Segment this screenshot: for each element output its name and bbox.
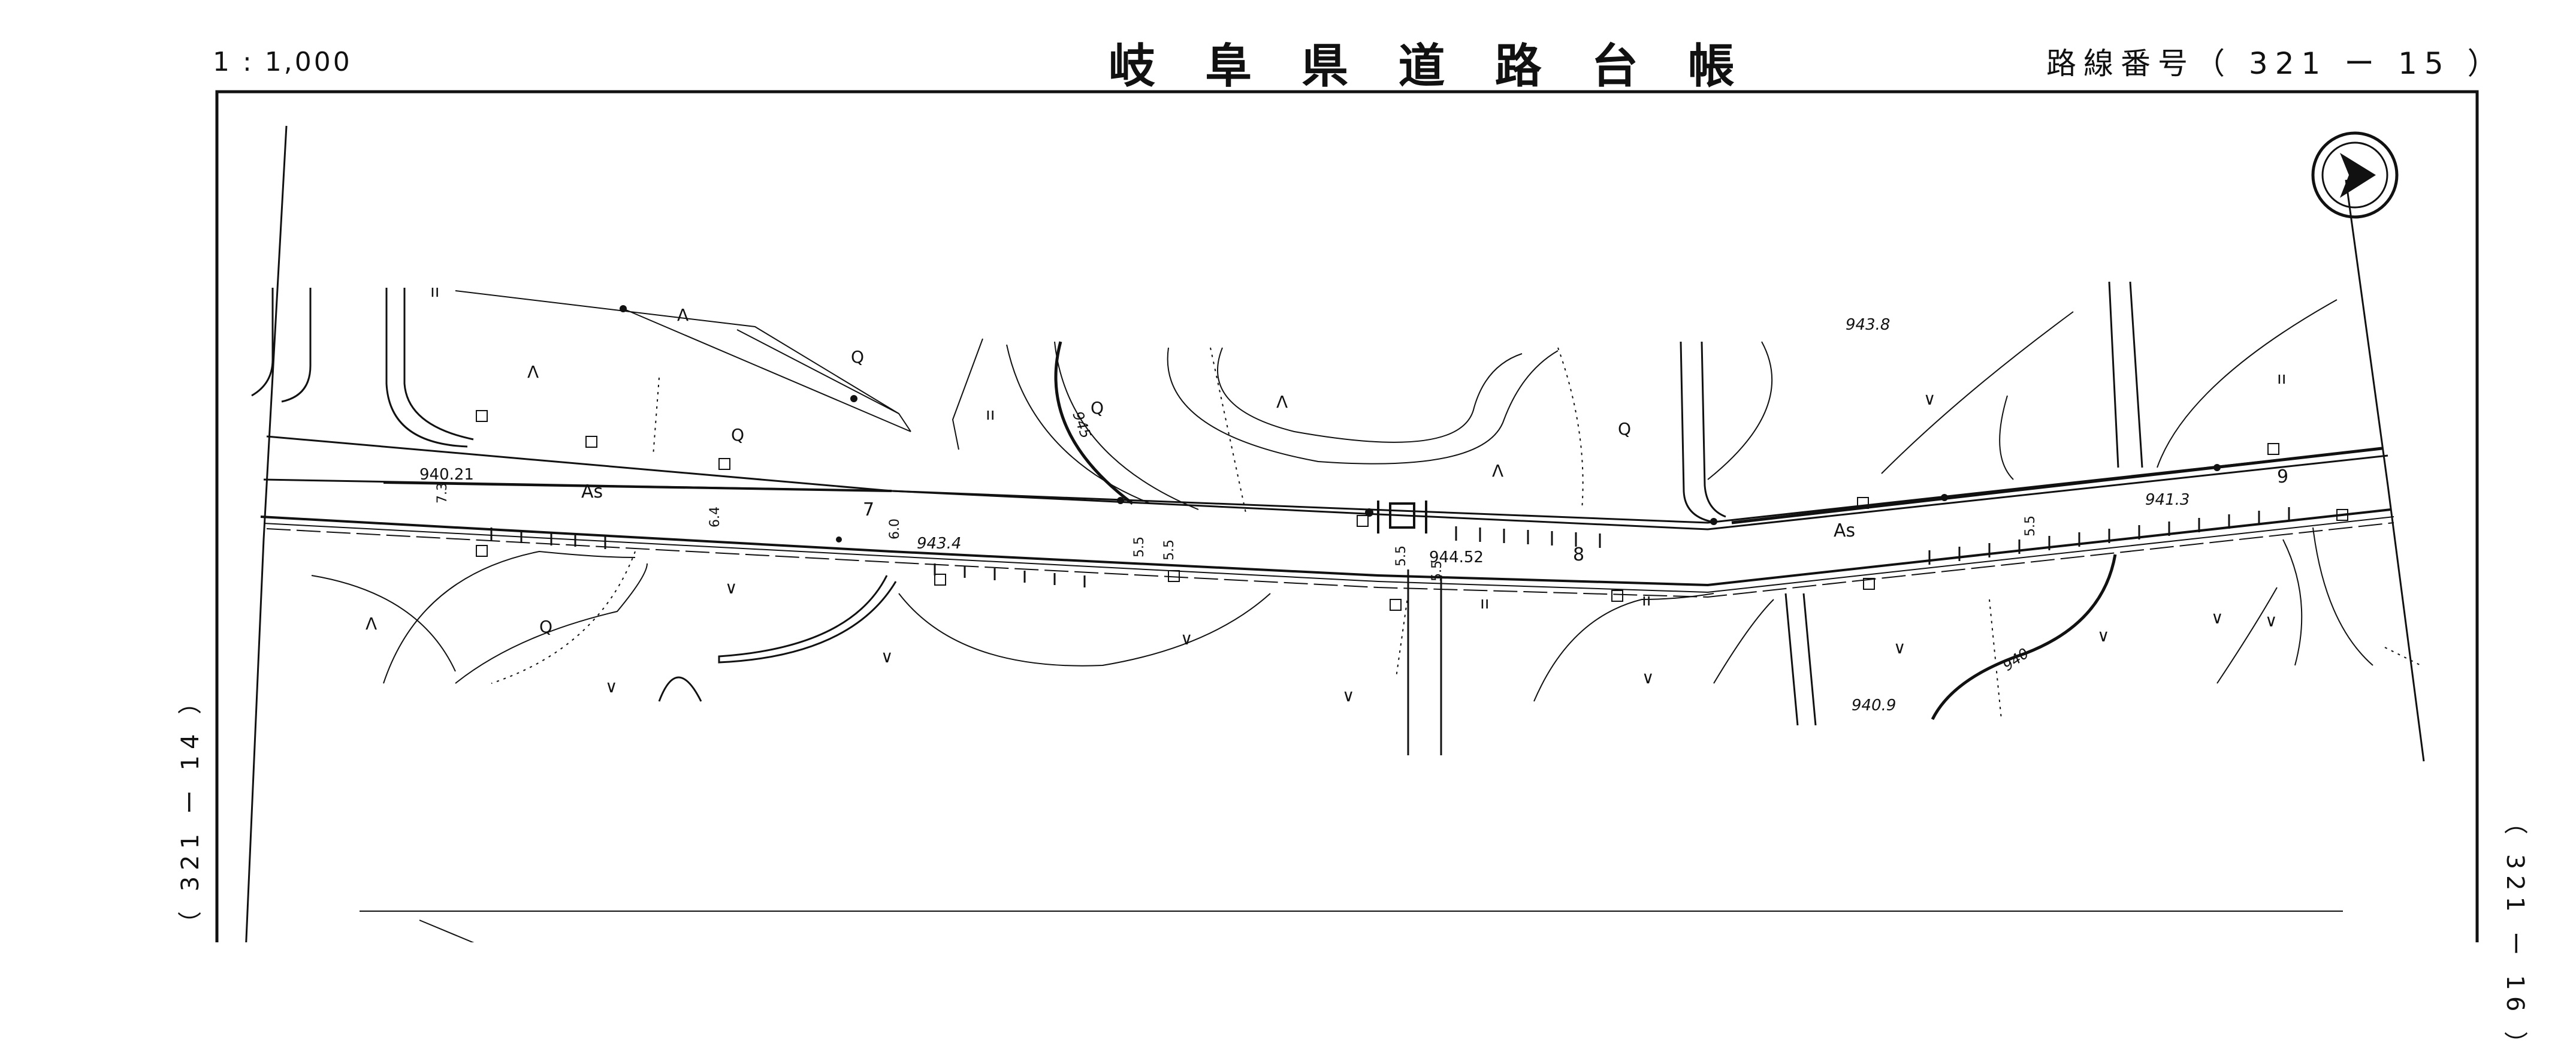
contour-label-940: 940 [2000,645,2032,674]
orchard-symbol: Q [1618,419,1631,439]
station-number-9: 9 [2277,466,2288,487]
dotted-boundaries [491,347,2421,720]
dimension-label: 5.5 [1132,536,1147,557]
paddy-symbol: ∨ [2211,608,2224,628]
paddy-symbol: ∨ [605,677,618,697]
map-frame [215,90,2479,942]
paddy-symbol: ∨ [1923,389,1936,409]
map-boxed-symbols [476,410,2348,611]
grassland-symbol: ıı [1480,593,1490,613]
elevation-label: 941.3 [2145,491,2190,509]
dimension-labels: 7.3 6.4 6.0 5.5 5.5 5.5 5.5 5.5 [435,483,2038,581]
field-symbol: Λ [366,614,377,634]
dimension-label: 5.5 [1394,545,1409,566]
route-number: 路線番号（ 321 ー 15 ） [2046,46,2505,81]
land-use-symbols: Λ Λ Λ Λ Λ Q Q Q Q Q ∨ ∨ ∨ ∨ ∨ ∨ ∨ ∨ ∨ ∨ … [366,281,2287,706]
road-surface-label: As [581,481,603,502]
field-symbol: Λ [677,305,688,325]
dimension-label: 5.5 [1162,539,1177,560]
grassland-symbol: ıı [430,281,440,301]
paddy-symbol: ∨ [1180,629,1193,649]
dimension-label: 5.5 [2023,516,2038,536]
adjacent-sheet-right: （ 321 ー 16 ） [2501,810,2529,1061]
paddy-symbol: ∨ [1642,668,1654,688]
contour-940 [1931,554,2117,721]
curb-ticks [490,507,2290,587]
paddy-symbol: ∨ [2265,611,2278,631]
elevation-labels: 940.21 943.4 944.52 943.8 941.3 940.9 [419,316,2190,715]
adjacent-sheet-left: （ 321 ー 14 ） [177,684,204,935]
elevation-label: 943.4 [917,535,961,553]
dimension-label: 5.5 [1430,560,1445,581]
dimension-label: 6.4 [708,507,723,528]
elevation-label: 943.8 [1846,316,1890,334]
orchard-symbol: Q [539,617,552,637]
lower-stub-line [419,920,475,942]
contour-945 [1054,341,1134,505]
dimension-label: 7.3 [435,483,450,504]
road-edges [260,435,2394,598]
mapped-area-edge-left [245,125,288,942]
grassland-symbol: ıı [1642,590,1651,610]
orchard-symbol: Q [1091,398,1104,418]
elevation-label: 940.9 [1852,697,1896,715]
page-title: 岐 阜 県 道 路 台 帳 [1109,39,1751,94]
contour-labels: 945 940 [1069,409,2032,674]
road-surface-label-2: As [1834,520,1855,541]
north-arrow-icon [2311,131,2399,219]
dimension-label: 6.0 [887,519,902,539]
road-labels: As As 7 8 9 [581,466,2288,565]
field-symbol: Λ [527,362,539,382]
contour-lines [1054,341,2117,721]
elevation-label: 940.21 [419,466,474,484]
mapped-area-edge-right [2345,179,2425,762]
map-scale: 1 : 1,000 [213,47,352,77]
grassland-symbol: ıı [2277,368,2287,388]
bridge-symbol [1377,501,1427,533]
side-roads [251,281,2143,755]
orchard-symbol: Q [851,347,864,367]
field-symbol: Λ [1492,461,1503,481]
station-number-7: 7 [863,499,874,520]
paddy-symbol: ∨ [725,578,738,598]
map-point-symbols [620,305,2221,542]
paddy-symbol: ∨ [1342,686,1355,706]
elevation-label: 944.52 [1429,548,1484,566]
paddy-symbol: ∨ [2097,626,2110,646]
road-ledger-map: As As 7 8 9 7.3 6.4 6.0 5.5 5.5 5.5 5.5 … [215,90,2479,942]
field-symbol: Λ [1276,392,1288,412]
paddy-symbol: ∨ [1894,638,1906,658]
orchard-symbol: Q [731,425,744,445]
station-number-8: 8 [1573,544,1584,565]
field-boundaries [311,290,2373,702]
grassland-symbol: ıı [986,404,995,424]
paddy-symbol: ∨ [881,647,893,667]
